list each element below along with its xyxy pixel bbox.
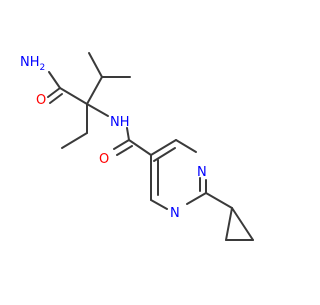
ring-bond-n1-c6 <box>150 199 168 210</box>
ring-bond-c4-n3 <box>175 139 197 153</box>
bond-amide-c-o-2 <box>49 93 63 104</box>
bond-quat-nh <box>86 103 109 117</box>
cyclopropyl-bond-1 <box>225 207 233 241</box>
bond-carbonyl-o-1 <box>113 139 130 150</box>
cyclopropyl-bond-3 <box>231 207 254 241</box>
bond-carbonyl-ring <box>128 139 152 156</box>
bond-nh-carbonyl <box>126 127 130 141</box>
ring-bond-c4-c4-inner <box>153 147 176 162</box>
bond-ch2-me <box>61 132 88 149</box>
ring-n-upper-label: N <box>197 165 207 180</box>
bond-amide-c-n <box>48 71 61 89</box>
amine-n-label: NH2 <box>20 55 45 73</box>
ring-n-lower-label: N <box>170 206 180 221</box>
atom-labels: NH2 O NH O N N <box>20 55 207 221</box>
amide-nh-label: NH <box>110 115 130 130</box>
bond-amide-c-o-1 <box>47 87 61 98</box>
molecule-diagram: NH2 O NH O N N <box>20 52 254 241</box>
amide-o-top-label: O <box>36 93 46 108</box>
bond-ch-me1 <box>88 52 103 78</box>
bond-c-quaternary <box>59 87 88 105</box>
ring-bond-c5-c4 <box>150 139 177 156</box>
bond-quat-ch <box>86 76 103 105</box>
bond-ring-cyclopropyl <box>205 192 233 209</box>
structure-svg: NH2 O NH O N N <box>20 52 254 241</box>
bond-carbonyl-o-2 <box>116 145 133 156</box>
bond-lines <box>47 52 254 241</box>
ring-bond-c2-n1 <box>186 192 207 205</box>
amide-o-bottom-label: O <box>99 152 109 167</box>
